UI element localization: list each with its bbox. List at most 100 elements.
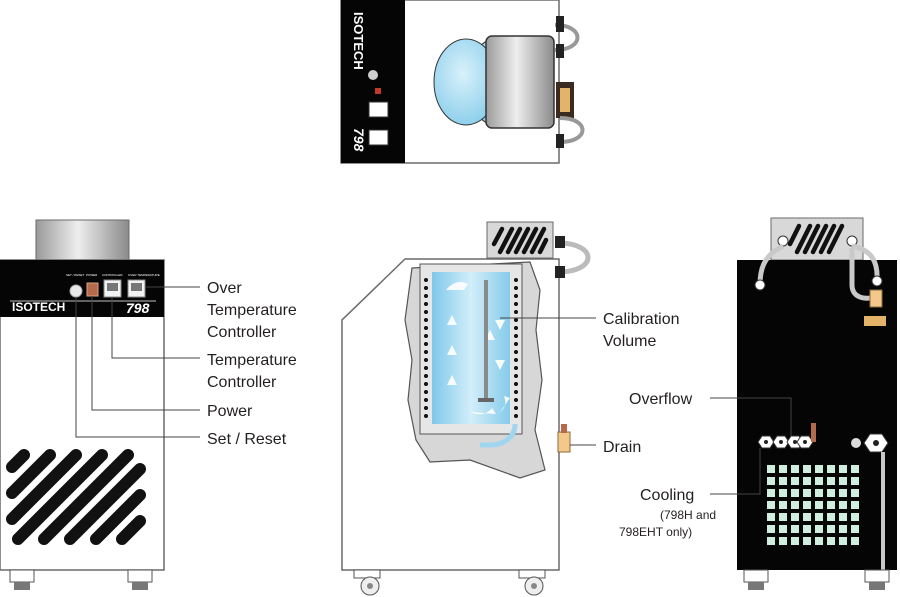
cooling-grid-cell bbox=[779, 465, 787, 473]
rear-view-valve bbox=[869, 289, 883, 308]
cooling-grid-cell bbox=[779, 513, 787, 521]
cooling-grid-cell bbox=[791, 537, 799, 545]
label-set-reset: Set / Reset bbox=[207, 431, 287, 448]
front-view-callouts: Over Temperature Controller Temperature … bbox=[207, 280, 297, 448]
cooling-grid-cell bbox=[791, 465, 799, 473]
overflow-ports bbox=[757, 423, 816, 449]
cooling-grid-cell bbox=[851, 537, 859, 545]
cooling-grid-cell bbox=[827, 465, 835, 473]
cooling-grid-cell bbox=[815, 525, 823, 533]
front-vent-grille bbox=[6, 449, 146, 545]
cooling-grid-cell bbox=[779, 489, 787, 497]
label-temperature-controller-line2: Controller bbox=[207, 374, 277, 391]
cooling-grid-cell bbox=[779, 477, 787, 485]
leader-set-reset bbox=[75, 297, 200, 438]
cooling-grid-cell bbox=[851, 513, 859, 521]
cooling-grid-cell bbox=[839, 501, 847, 509]
rear-view-indicator bbox=[851, 438, 861, 448]
temperature-controller-display bbox=[107, 283, 118, 291]
stirrer-shaft bbox=[484, 280, 488, 402]
top-view-fitting-lower bbox=[556, 44, 564, 58]
label-overflow: Overflow bbox=[629, 391, 693, 408]
cooling-grid-cell bbox=[791, 477, 799, 485]
top-view-fitting-upper bbox=[556, 16, 564, 32]
top-view-power-switch bbox=[375, 88, 381, 94]
cooling-grid-cell bbox=[767, 465, 775, 473]
rear-view bbox=[737, 217, 897, 590]
cooling-grid-cell bbox=[851, 489, 859, 497]
cooling-grid-cell bbox=[767, 501, 775, 509]
front-view-feet bbox=[9, 569, 153, 590]
cooling-grid-cell bbox=[803, 501, 811, 509]
leader-power bbox=[91, 296, 200, 411]
front-view-model: 798 bbox=[126, 300, 150, 316]
label-temperature-controller-line1: Temperature bbox=[207, 352, 297, 369]
cooling-grid-cell bbox=[827, 537, 835, 545]
side-view-fan-grille bbox=[491, 226, 549, 255]
cooling-grid-cell bbox=[803, 477, 811, 485]
leader-cooling bbox=[710, 448, 761, 495]
rear-view-leaders bbox=[710, 397, 792, 495]
rear-view-callouts: Overflow Cooling (798H and 798EHT only) bbox=[619, 391, 716, 539]
front-view-lid bbox=[35, 219, 130, 261]
label-cooling: Cooling bbox=[640, 487, 694, 504]
side-view-wheels bbox=[353, 569, 546, 596]
cooling-grid-cell bbox=[815, 489, 823, 497]
cooling-grid-cell bbox=[779, 537, 787, 545]
label-cooling-note-line1: (798H and bbox=[660, 508, 716, 522]
top-view-fitting-bottom bbox=[556, 134, 564, 148]
panel-label-power: POWER bbox=[86, 273, 98, 277]
rear-view-feet bbox=[743, 569, 890, 590]
cooling-grid-cell bbox=[803, 489, 811, 497]
front-view-logo: ISOTECH bbox=[12, 300, 65, 314]
cooling-grid-cell bbox=[827, 501, 835, 509]
label-over-temperature-controller-line1: Over bbox=[207, 280, 242, 297]
heater-coil-left bbox=[424, 278, 428, 418]
label-over-temperature-controller-line3: Controller bbox=[207, 324, 277, 341]
cooling-port bbox=[863, 433, 889, 574]
cooling-grid-cell bbox=[803, 537, 811, 545]
front-view: ISOTECH 798 SET / RESET POWER CONTROLLER… bbox=[0, 219, 165, 590]
top-view-logo: ISOTECH bbox=[351, 12, 366, 70]
panel-label-set-reset: SET / RESET bbox=[66, 273, 84, 277]
drain-valve bbox=[557, 431, 571, 453]
cooling-grid-cell bbox=[839, 477, 847, 485]
power-switch bbox=[86, 282, 99, 297]
cooling-grid-cell bbox=[839, 513, 847, 521]
cooling-grid-cell bbox=[851, 465, 859, 473]
panel-label-over-temp: OVER TEMPERATURE bbox=[128, 273, 160, 277]
cooling-grid-cell bbox=[827, 489, 835, 497]
set-reset-button bbox=[69, 284, 83, 298]
cooling-grid-cell bbox=[779, 501, 787, 509]
top-view-model: 798 bbox=[351, 128, 367, 152]
side-view bbox=[341, 221, 591, 596]
cooling-grid-cell bbox=[791, 489, 799, 497]
rear-view-label-plate bbox=[864, 316, 886, 326]
side-view-fitting-top bbox=[555, 236, 565, 248]
heater-coil-right bbox=[514, 278, 518, 418]
leader-overflow bbox=[710, 397, 792, 436]
side-view-callouts: Calibration Volume Drain bbox=[603, 311, 679, 456]
flow-arrows bbox=[446, 282, 510, 415]
cooling-grid-cell bbox=[767, 477, 775, 485]
cooling-grid-cell bbox=[839, 537, 847, 545]
top-view-controller bbox=[368, 101, 389, 118]
cooling-grid-cell bbox=[815, 477, 823, 485]
cooling-grid-cell bbox=[851, 525, 859, 533]
cooling-grid-cell bbox=[827, 513, 835, 521]
cooling-grid-cell bbox=[791, 525, 799, 533]
calibration-volume-liquid bbox=[432, 272, 510, 424]
rear-view-fan-fitting-left bbox=[777, 235, 789, 247]
label-calibration-volume-line1: Calibration bbox=[603, 311, 679, 328]
top-view-hose-lower bbox=[559, 116, 585, 144]
label-drain: Drain bbox=[603, 439, 641, 456]
cooling-grid bbox=[767, 465, 859, 545]
cooling-grid-cell bbox=[767, 525, 775, 533]
drain-valve-cap bbox=[561, 424, 567, 433]
cooling-grid-cell bbox=[803, 525, 811, 533]
cooling-grid-cell bbox=[815, 537, 823, 545]
cooling-grid-cell bbox=[803, 465, 811, 473]
panel-label-controller: CONTROLLER bbox=[102, 273, 123, 277]
cooling-grid-cell bbox=[791, 513, 799, 521]
cooling-grid-cell bbox=[851, 501, 859, 509]
